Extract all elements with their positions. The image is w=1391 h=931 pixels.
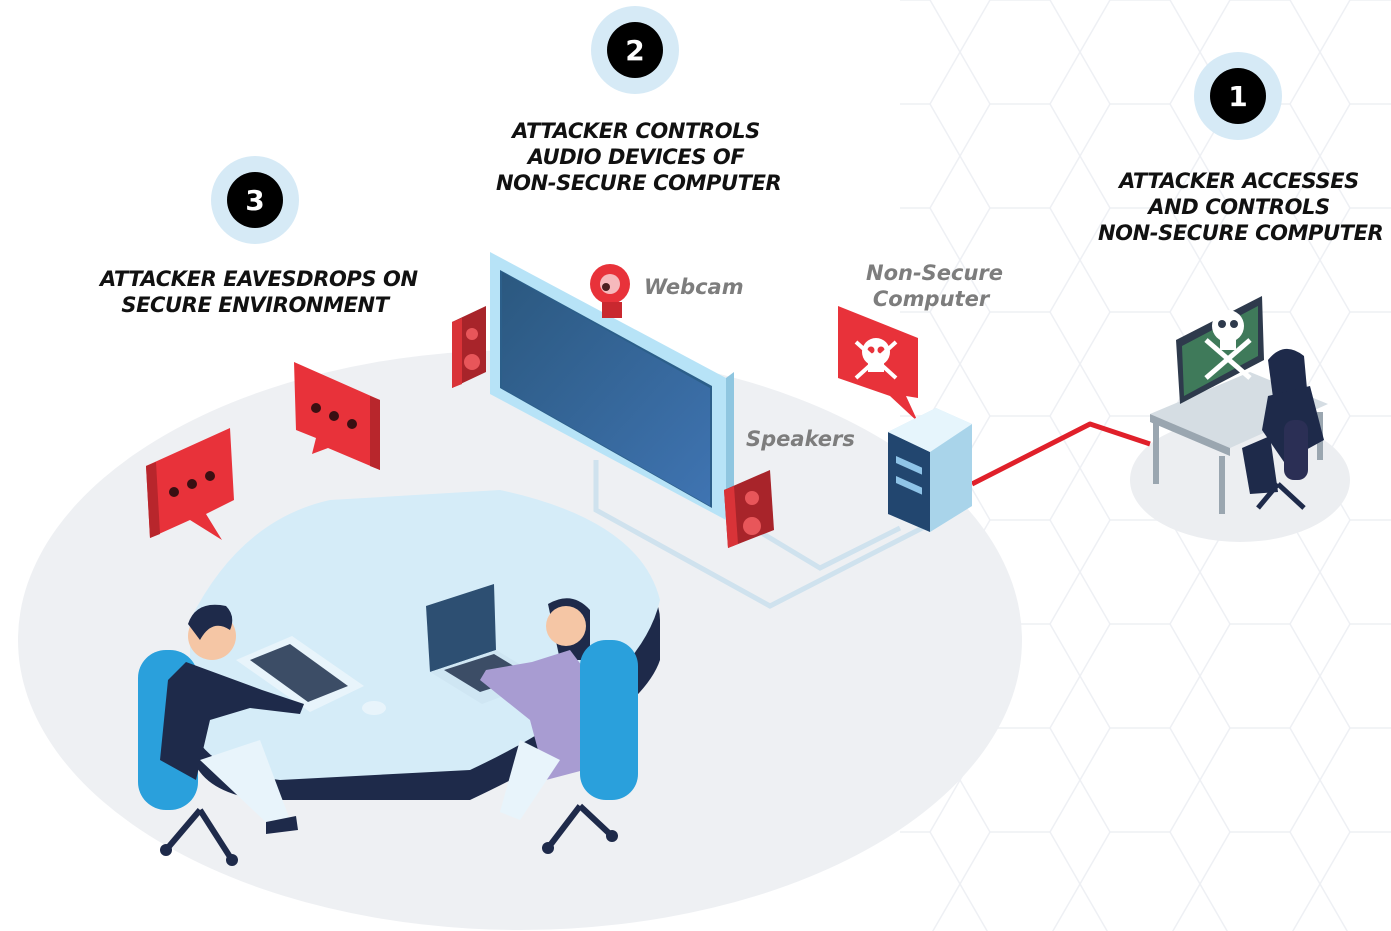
step-2-number: 2 bbox=[607, 22, 663, 78]
step-2-line: NON-SECURE COMPUTER bbox=[496, 171, 782, 195]
step-2-line: AUDIO DEVICES OF bbox=[527, 145, 745, 169]
non-secure-computer-label: Non-Secure Computer bbox=[866, 260, 1004, 312]
person-woman bbox=[480, 598, 638, 854]
step-2-badge: 2 bbox=[591, 6, 679, 94]
speaker-icon bbox=[452, 306, 486, 388]
step-3-badge: 3 bbox=[211, 156, 299, 244]
step-1-line: NON-SECURE COMPUTER bbox=[1098, 221, 1384, 245]
step-2-line: ATTACKER CONTROLS bbox=[512, 119, 760, 143]
webcam-label: Webcam bbox=[644, 275, 744, 299]
network-cable bbox=[970, 421, 1151, 487]
step-1-number: 1 bbox=[1210, 68, 1266, 124]
monitor bbox=[490, 252, 734, 520]
person-man bbox=[138, 604, 304, 866]
tower-pc-icon bbox=[888, 408, 972, 532]
step-1-line: ATTACKER ACCESSES bbox=[1119, 169, 1359, 193]
speaker-cable bbox=[758, 525, 902, 571]
step-2-caption: ATTACKER CONTROLS AUDIO DEVICES OF NON-S… bbox=[496, 118, 782, 196]
speech-bubble-dots-icon bbox=[146, 428, 234, 540]
step-3-line: SECURE ENVIRONMENT bbox=[121, 293, 389, 317]
skull-crossbones-icon bbox=[1204, 310, 1252, 380]
step-1-badge: 1 bbox=[1194, 52, 1282, 140]
webcam-icon bbox=[590, 264, 630, 318]
step-3-number: 3 bbox=[227, 172, 283, 228]
speech-bubble-dots-icon bbox=[294, 362, 380, 470]
step-1-line: AND CONTROLS bbox=[1148, 195, 1330, 219]
skull-crossbones-icon bbox=[838, 306, 918, 422]
step-3-line: ATTACKER EAVESDROPS ON bbox=[100, 267, 418, 291]
step-1-caption: ATTACKER ACCESSES AND CONTROLS NON-SECUR… bbox=[1098, 168, 1384, 246]
keyboard bbox=[236, 636, 386, 715]
non-secure-computer-line: Computer bbox=[872, 287, 990, 311]
speakers-label: Speakers bbox=[746, 427, 855, 451]
hooded-attacker bbox=[1242, 348, 1324, 510]
monitor-cable bbox=[593, 460, 932, 609]
non-secure-computer-line: Non-Secure bbox=[866, 261, 1004, 285]
speaker-icon bbox=[724, 470, 774, 548]
step-3-caption: ATTACKER EAVESDROPS ON SECURE ENVIRONMEN… bbox=[100, 266, 418, 318]
